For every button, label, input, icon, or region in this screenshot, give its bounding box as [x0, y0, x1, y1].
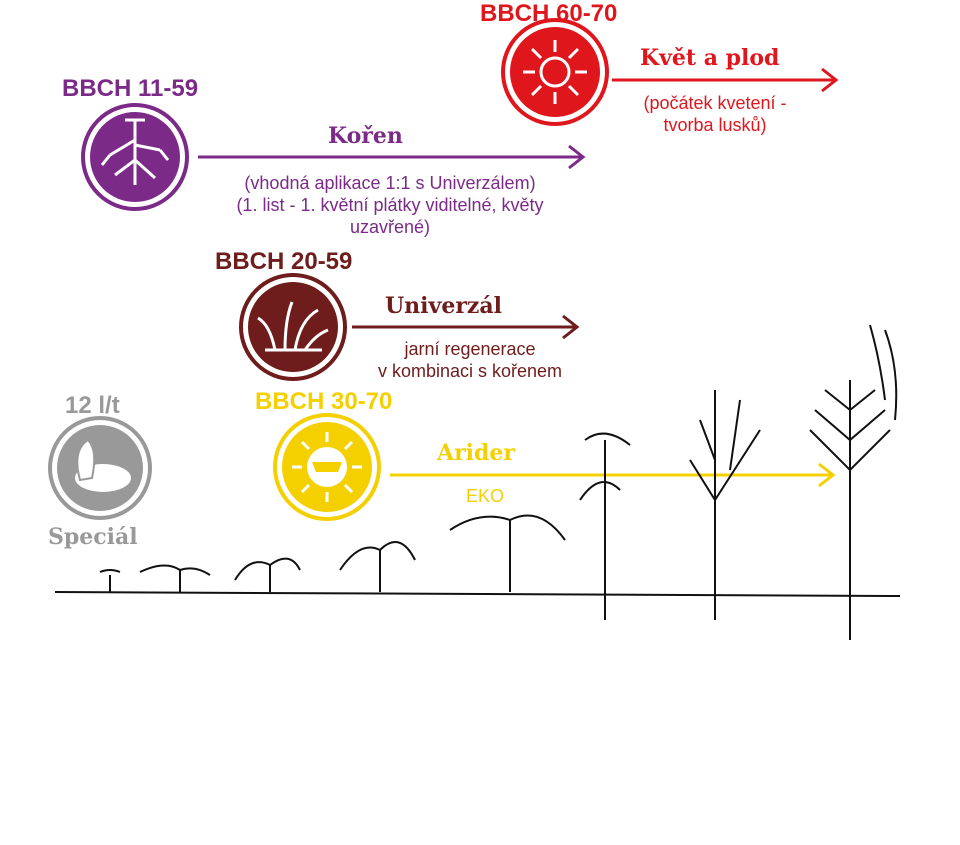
root-icon	[81, 103, 189, 211]
kvet-bbch: BBCH 60-70	[480, 0, 618, 27]
arider-title: Arider	[437, 440, 515, 466]
special-title: Speciál	[48, 524, 138, 550]
univerzal-arrow	[352, 314, 580, 340]
koren-arrow	[198, 144, 586, 170]
kvet-desc: (počátek kvetení -tvorba lusků)	[643, 93, 787, 135]
sun-icon	[273, 413, 381, 521]
univerzal-bbch: BBCH 20-59	[215, 248, 353, 275]
univerzal-title: Univerzál	[385, 293, 503, 319]
seed-icon	[48, 416, 152, 520]
arider-desc: EKO	[465, 486, 504, 506]
kvet-title: Květ a plod	[640, 45, 780, 71]
plant-growth-illustration	[54, 324, 901, 640]
kvet-arrow	[612, 67, 839, 93]
flower-icon	[501, 18, 609, 126]
arider-arrow	[390, 462, 836, 488]
grass-icon	[239, 273, 347, 381]
koren-desc: (vhodná aplikace 1:1 s Univerzálem)(1. l…	[236, 173, 544, 237]
koren-bbch: BBCH 11-59	[62, 75, 199, 102]
arider-bbch: BBCH 30-70	[255, 388, 393, 415]
koren-title: Kořen	[328, 123, 403, 149]
special-dose: 12 l/t	[65, 392, 120, 419]
